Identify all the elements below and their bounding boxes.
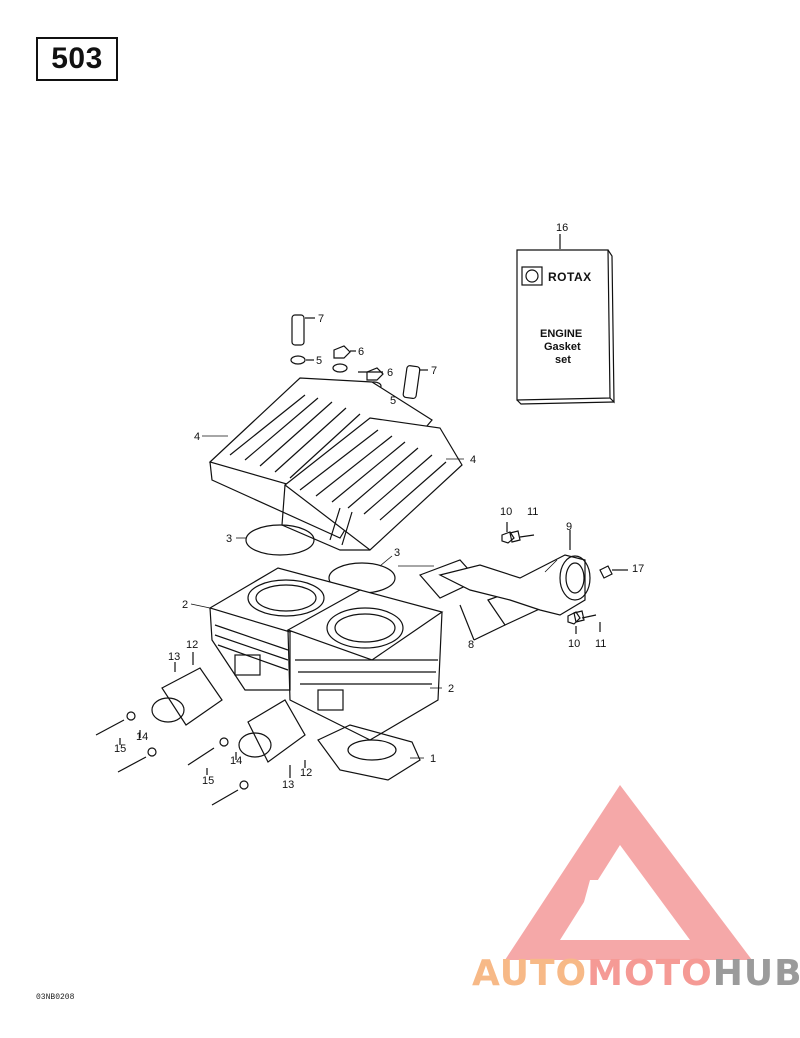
bolt-15a — [95, 711, 157, 773]
bolt-15b — [187, 737, 249, 806]
callout-11a: 11 — [527, 506, 538, 518]
model-number: 503 — [51, 42, 103, 75]
callout-1: 1 — [430, 753, 436, 765]
callout-7b: 7 — [431, 365, 437, 377]
base-gasket-1 — [317, 724, 421, 781]
watermark-part-3: HUB — [712, 953, 800, 994]
callout-11b: 11 — [595, 638, 606, 650]
kit-line-1: ENGINE — [540, 328, 582, 340]
intake-socket-13a — [151, 662, 223, 726]
callout-6b: 6 — [387, 367, 393, 379]
nut-10a — [501, 522, 515, 544]
watermark-logo — [505, 785, 752, 960]
kit-line-3: set — [555, 354, 571, 366]
sleeve-7a — [291, 314, 315, 346]
watermark-text: AUTOMOTOHUB — [472, 953, 800, 994]
intake-socket-13b — [238, 699, 306, 778]
callout-3b: 3 — [394, 547, 400, 559]
bolt-11a — [509, 530, 535, 543]
callout-4a: 4 — [194, 431, 200, 443]
callout-5b: 5 — [390, 395, 396, 407]
callout-5a: 5 — [316, 355, 322, 367]
nut-6a — [333, 345, 356, 359]
sleeve-7b — [402, 365, 428, 400]
cylinder-head-4b — [281, 417, 463, 551]
drawing-code: 03NB0208 — [36, 993, 75, 1002]
model-number-box: 503 — [36, 37, 118, 81]
callout-13b: 13 — [282, 779, 294, 791]
callout-13a: 13 — [168, 651, 180, 663]
callout-7a: 7 — [318, 313, 324, 325]
head-gasket-3a — [245, 524, 315, 556]
callout-3a: 3 — [226, 533, 232, 545]
callout-16: 16 — [556, 222, 568, 234]
washer-5a-2 — [332, 363, 348, 373]
callout-12a: 12 — [186, 639, 198, 651]
watermark-part-2: MOTO — [587, 953, 713, 994]
stud-17 — [599, 565, 628, 579]
watermark-part-1: AUTO — [472, 953, 588, 994]
callout-4b: 4 — [470, 454, 476, 466]
gasket-kit-box — [516, 234, 615, 405]
callout-8: 8 — [468, 639, 474, 651]
washer-5a — [290, 355, 314, 365]
callout-14a: 14 — [136, 731, 148, 743]
kit-brand: ROTAX — [548, 270, 592, 284]
kit-line-2: Gasket — [544, 341, 581, 353]
callout-2a: 2 — [182, 599, 188, 611]
nut-6b — [358, 367, 384, 381]
callout-6a: 6 — [358, 346, 364, 358]
nut-10b — [567, 611, 581, 634]
bolt-11b — [573, 610, 601, 632]
callout-10a: 10 — [500, 506, 512, 518]
callout-10b: 10 — [568, 638, 580, 650]
callout-12b: 12 — [300, 767, 312, 779]
callout-15a: 15 — [114, 743, 126, 755]
callout-17: 17 — [632, 563, 644, 575]
exhaust-manifold-9 — [438, 530, 591, 616]
callout-15b: 15 — [202, 775, 214, 787]
callout-9: 9 — [566, 521, 572, 533]
callout-14b: 14 — [230, 755, 242, 767]
callout-2b: 2 — [448, 683, 454, 695]
